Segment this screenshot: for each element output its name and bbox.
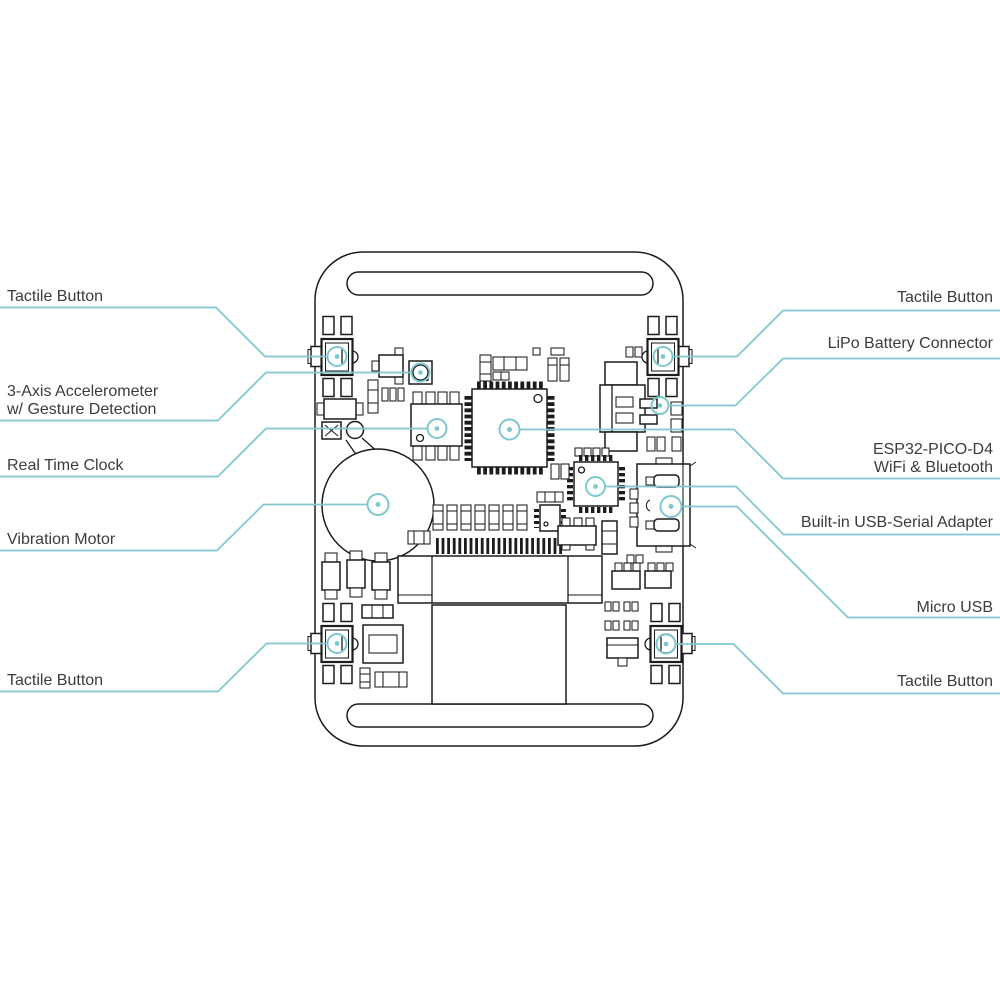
label-accelerometer-line1: 3-Axis Accelerometer xyxy=(7,383,159,400)
callout-markers xyxy=(326,346,683,655)
label-tactile-button-bottom-left: Tactile Button xyxy=(7,672,104,689)
usb-serial-chip xyxy=(550,447,625,513)
label-tactile-button-bottom-right: Tactile Button xyxy=(896,673,993,690)
callout-line-micro-usb xyxy=(682,505,1000,619)
fpc-connector xyxy=(397,555,603,604)
label-vibration-motor: Vibration Motor xyxy=(7,531,116,548)
rtc-chip xyxy=(410,391,463,461)
label-esp32: ESP32-PICO-D4 WiFi & Bluetooth xyxy=(873,441,993,476)
top-slot xyxy=(346,271,654,296)
label-tactile-button-top-right: Tactile Button xyxy=(896,289,993,306)
callout-line-tactile-bottom-left xyxy=(0,642,327,693)
label-esp32-line2: WiFi & Bluetooth xyxy=(873,458,993,476)
callout-line-vibration-motor xyxy=(0,503,367,552)
label-accelerometer: 3-Axis Accelerometer w/ Gesture Detectio… xyxy=(7,383,158,418)
lipo-battery-connector xyxy=(599,346,683,452)
bottom-slot xyxy=(346,703,654,728)
label-esp32-line1: ESP32-PICO-D4 xyxy=(872,441,993,458)
passive-components-bottom-left xyxy=(321,550,408,689)
callout-line-tactile-top-right xyxy=(673,309,1000,358)
callout-line-rtc xyxy=(0,427,427,478)
capacitors-near-rtc xyxy=(367,379,405,414)
label-real-time-clock: Real Time Clock xyxy=(7,457,124,474)
small-soic-chip xyxy=(534,491,566,532)
callout-line-tactile-bottom-right xyxy=(676,643,1000,695)
resistor-row xyxy=(407,504,528,545)
passive-components-bottom-right xyxy=(604,601,639,667)
motor-lead-pads xyxy=(321,420,365,440)
label-accelerometer-line2: w/ Gesture Detection xyxy=(7,400,157,418)
callout-line-tactile-top-left xyxy=(0,306,327,358)
label-lipo-battery-connector: LiPo Battery Connector xyxy=(827,335,993,352)
display-ribbon xyxy=(431,604,567,705)
crystal xyxy=(316,398,364,420)
label-micro-usb: Micro USB xyxy=(916,599,993,616)
pcb-board xyxy=(314,251,684,747)
passive-components-top xyxy=(479,347,570,382)
callout-line-esp32 xyxy=(520,428,1000,480)
micro-usb-connector xyxy=(629,457,697,553)
callout-line-lipo xyxy=(669,357,1000,407)
label-tactile-button-top-left: Tactile Button xyxy=(7,288,104,305)
callout-lines xyxy=(0,306,1000,695)
callout-line-usb-serial xyxy=(605,485,1000,536)
label-usb-serial-adapter: Built-in USB-Serial Adapter xyxy=(800,514,993,531)
callout-line-accelerometer xyxy=(0,371,411,422)
transistor-top xyxy=(371,347,404,385)
passive-components-mid-right xyxy=(557,517,674,590)
